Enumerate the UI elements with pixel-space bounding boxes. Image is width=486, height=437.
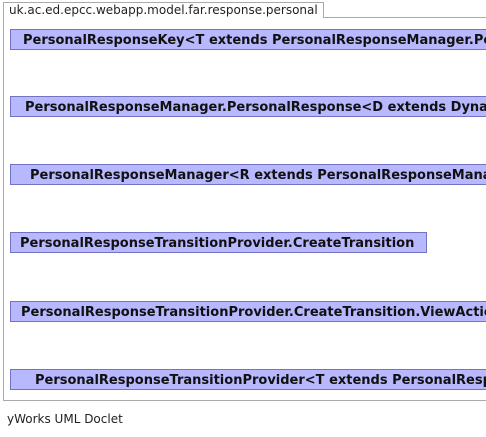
footer-credit: yWorks UML Doclet [7,412,123,426]
class-personal-response[interactable]: PersonalResponseManager.PersonalResponse… [10,96,486,117]
class-personal-response-manager[interactable]: PersonalResponseManager<R extends Person… [10,164,486,185]
class-view-action[interactable]: PersonalResponseTransitionProvider.Creat… [10,301,486,322]
class-personal-response-transition-provider[interactable]: PersonalResponseTransitionProvider<T ext… [10,369,486,390]
package-tab: uk.ac.ed.epcc.webapp.model.far.response.… [3,2,324,18]
class-personal-response-key[interactable]: PersonalResponseKey<T extends PersonalRe… [10,29,486,50]
class-create-transition[interactable]: PersonalResponseTransitionProvider.Creat… [10,232,427,253]
package-frame [3,17,486,401]
